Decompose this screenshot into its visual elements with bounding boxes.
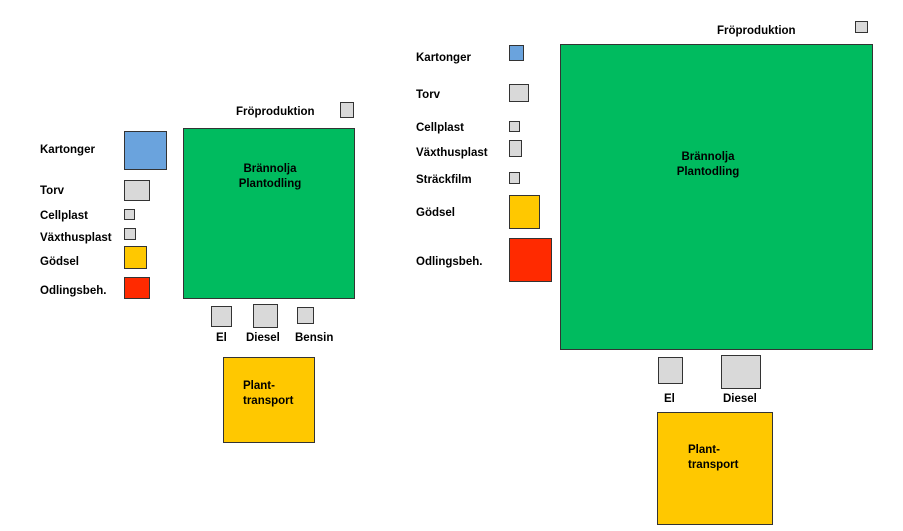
label-godsel: Gödsel <box>416 207 455 219</box>
box-diesel <box>721 355 761 389</box>
label-kartonger: Kartonger <box>416 52 471 64</box>
label-godsel: Gödsel <box>40 256 79 268</box>
label-cellplast: Cellplast <box>40 210 88 222</box>
label-torv: Torv <box>40 185 65 197</box>
label-bensin: Bensin <box>295 332 334 344</box>
box-godsel <box>124 246 147 269</box>
box-plantodling <box>183 128 355 299</box>
label-froproduktion: Fröproduktion <box>236 106 315 118</box>
label-torv: Torv <box>416 89 441 101</box>
box-torv <box>509 84 529 102</box>
label-odlingsbeh: Odlingsbeh. <box>40 285 107 297</box>
label-plant-transport: Plant- transport <box>688 444 739 471</box>
box-el <box>658 357 683 384</box>
label-kartonger: Kartonger <box>40 144 95 156</box>
box-bensin <box>297 307 314 324</box>
label-vaxthusplast: Växthusplast <box>416 147 488 159</box>
box-froproduktion <box>855 21 868 33</box>
box-odlingsbeh <box>509 238 552 282</box>
box-diesel <box>253 304 278 328</box>
label-strackfilm: Sträckfilm <box>416 174 472 186</box>
box-plant-transport <box>223 357 315 443</box>
label-vaxthusplast: Växthusplast <box>40 232 112 244</box>
label-plantodling: Brännolja Plantodling <box>676 151 740 178</box>
label-froproduktion: Fröproduktion <box>717 25 796 37</box>
box-torv <box>124 180 150 201</box>
box-cellplast <box>509 121 520 132</box>
box-plant-transport <box>657 412 773 525</box>
label-diesel: Diesel <box>246 332 280 344</box>
label-plant-transport: Plant- transport <box>243 380 294 407</box>
box-vaxthusplast <box>124 228 136 240</box>
label-diesel: Diesel <box>723 393 757 405</box>
box-cellplast <box>124 209 135 220</box>
label-cellplast: Cellplast <box>416 122 464 134</box>
box-plantodling <box>560 44 873 350</box>
label-plantodling: Brännolja Plantodling <box>238 163 302 190</box>
label-el: El <box>216 332 227 344</box>
box-el <box>211 306 232 327</box>
label-odlingsbeh: Odlingsbeh. <box>416 256 483 268</box>
box-godsel <box>509 195 540 229</box>
box-froproduktion <box>340 102 354 118</box>
box-kartonger <box>124 131 167 170</box>
box-odlingsbeh <box>124 277 150 299</box>
label-el: El <box>664 393 675 405</box>
box-vaxthusplast <box>509 140 522 157</box>
box-kartonger <box>509 45 524 61</box>
box-strackfilm <box>509 172 520 184</box>
